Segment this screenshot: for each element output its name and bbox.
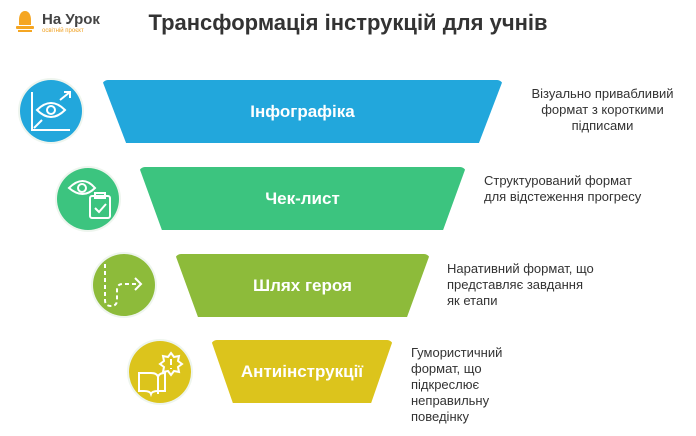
book-alert-icon <box>138 351 184 398</box>
step-icon-circle <box>57 168 119 230</box>
step-banner-checklist: Чек-лист <box>139 167 466 230</box>
step-description: Наративний формат, що представляє завдан… <box>447 261 594 308</box>
bell-icon <box>16 11 34 32</box>
page-title: Трансформація інструкцій для учнів <box>148 10 548 35</box>
step-banner-infographic: Інфографіка <box>102 80 503 143</box>
step-description: Візуально привабливий формат з короткими… <box>531 86 674 133</box>
path-arrow-icon <box>104 264 143 308</box>
step-banner-hero-path: Шлях героя <box>175 254 430 317</box>
logo-name: На Урок <box>42 10 100 28</box>
step-icon-circle <box>129 341 191 403</box>
eye-clipboard-icon <box>67 180 111 219</box>
step-description: Гумористичний формат, що підкреслює непр… <box>411 345 503 424</box>
logo[interactable]: На Урок освітній проєкт <box>14 10 100 34</box>
step-banner-anti-instructions: Антиінструкції <box>211 340 393 403</box>
step-icon-circle <box>93 254 155 316</box>
eye-chart-icon <box>31 91 71 131</box>
step-description: Структурований формат для відстеження пр… <box>484 173 642 204</box>
logo-subtitle: освітній проєкт <box>42 27 84 34</box>
step-icon-circle <box>20 80 82 142</box>
